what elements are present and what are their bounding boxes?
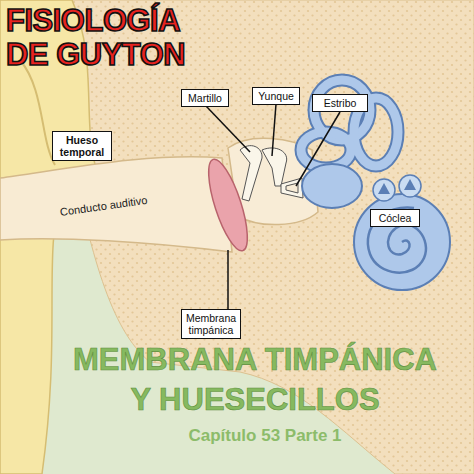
- auricle-crease: [20, 60, 55, 165]
- cochlea-shape: [354, 194, 450, 290]
- label-box: Hueso temporal: [52, 131, 112, 161]
- label-box: Membrana timpánica: [181, 309, 241, 339]
- cochlea-spiral: [368, 208, 426, 273]
- nerve-mark: [378, 183, 390, 194]
- diagram-title: MEMBRANA TIMPÁNICA Y HUESECILLOS: [70, 340, 440, 420]
- nerve-section: [373, 179, 395, 201]
- part-name: Yunque: [256, 90, 296, 102]
- malleus: [240, 146, 262, 201]
- vestibule: [302, 164, 362, 208]
- part-name: Estribo: [316, 97, 364, 109]
- incus: [262, 148, 287, 186]
- part-name: Hueso temporal: [56, 134, 108, 158]
- label-box: Yunque: [252, 87, 300, 105]
- leader-lines: [206, 104, 340, 310]
- nerve-mark: [404, 179, 416, 190]
- label-box: Estribo: [312, 94, 368, 112]
- nerve-section: [399, 175, 421, 197]
- tympanic-membrane: [201, 155, 255, 254]
- label-box: Martillo: [181, 89, 229, 107]
- label-box: Cóclea: [370, 209, 420, 227]
- semicircular-canals: [301, 80, 398, 168]
- brand-logo: FISIOLOGÍA DE GUYTON: [6, 4, 221, 72]
- part-name: Membrana timpánica: [185, 312, 237, 336]
- part-name: Cóclea: [374, 212, 416, 224]
- ear-canal: [0, 157, 232, 252]
- chapter-caption: Capítulo 53 Parte 1: [120, 426, 410, 446]
- part-name: Martillo: [185, 92, 225, 104]
